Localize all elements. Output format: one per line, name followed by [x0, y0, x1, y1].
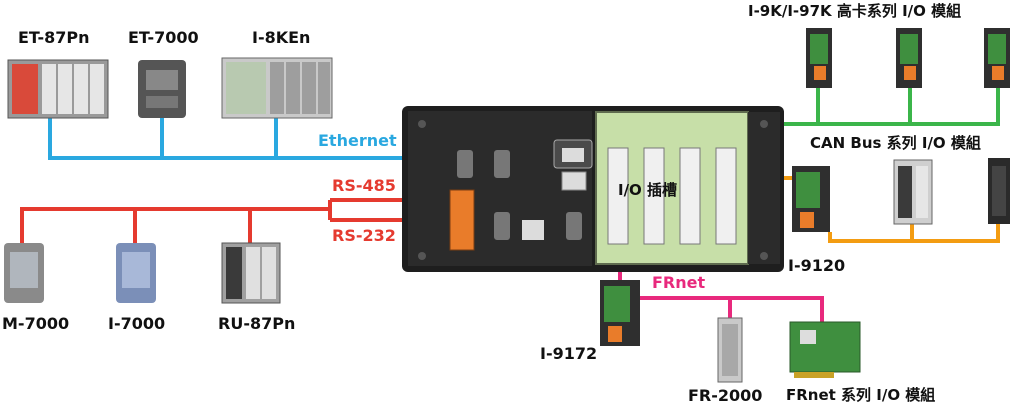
main-controller	[402, 106, 784, 272]
i9k-lines	[728, 88, 1000, 126]
frnet-io-card	[789, 321, 861, 378]
label-i9172: I-9172	[540, 344, 598, 363]
label-m7000: M-7000	[2, 314, 70, 333]
i7000-device	[116, 243, 156, 303]
label-i9120: I-9120	[788, 256, 846, 275]
m7000-device	[4, 243, 44, 303]
i9k-modules	[806, 28, 1010, 88]
label-frnet-io: FRnet 系列 I/O 模組	[786, 386, 936, 404]
label-io-slot: I/O 插槽	[618, 181, 678, 199]
label-ethernet: Ethernet	[318, 131, 397, 150]
i9172-module	[600, 280, 640, 346]
label-rs232: RS-232	[332, 226, 396, 245]
label-i8ken: I-8KEn	[252, 28, 311, 47]
et7000-device	[138, 60, 186, 118]
can-io-module-1	[893, 159, 933, 225]
label-et7000: ET-7000	[128, 28, 199, 47]
label-i9k-io: I-9K/I-97K 高卡系列 I/O 模組	[748, 2, 962, 20]
et87pn-device	[7, 59, 109, 119]
controller-ports	[418, 120, 768, 260]
label-fr2000: FR-2000	[688, 386, 763, 405]
io-slot-cards	[607, 147, 737, 245]
label-i7000: I-7000	[108, 314, 166, 333]
fr2000-device	[717, 317, 743, 383]
i8ken-device	[221, 57, 333, 119]
label-can-io: CAN Bus 系列 I/O 模組	[810, 134, 981, 152]
ru87pn-device	[221, 242, 281, 304]
i9120-module	[792, 166, 830, 232]
label-ru87pn: RU-87Pn	[218, 314, 296, 333]
label-rs485: RS-485	[332, 176, 396, 195]
can-io-module-2	[988, 158, 1010, 224]
label-et87pn: ET-87Pn	[18, 28, 90, 47]
label-frnet: FRnet	[652, 273, 706, 292]
